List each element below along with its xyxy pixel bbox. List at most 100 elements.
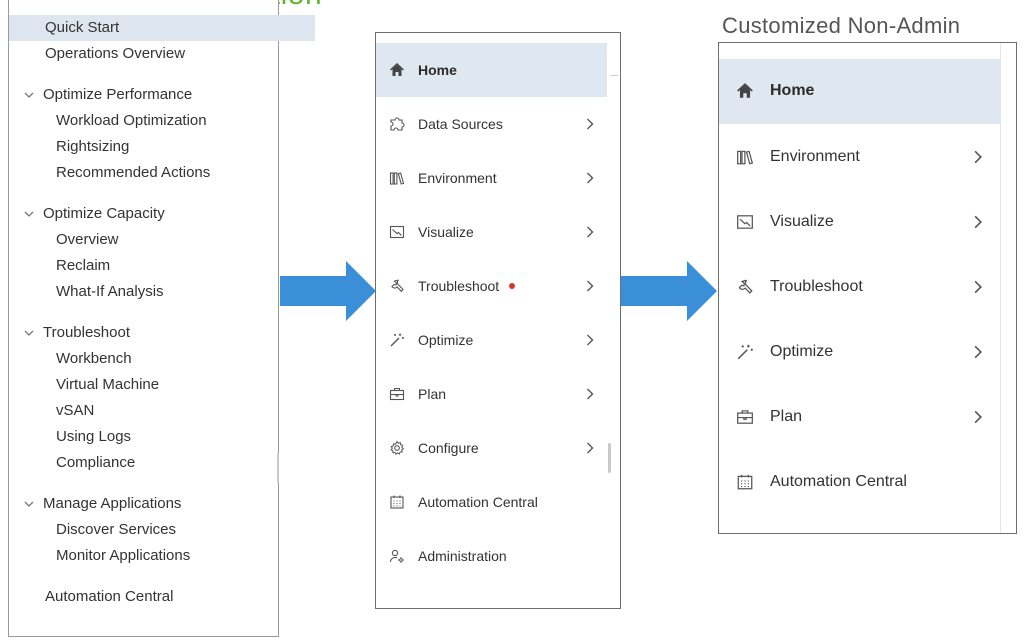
nav-item-visualize[interactable]: Visualize [376,205,607,259]
section-optimize-performance[interactable]: Optimize Performance [9,82,313,108]
chevron-right-icon [970,409,986,425]
nav-label: Data Sources [418,116,503,132]
nonadmin-navigation-menu: Home Environment Visualize Troubleshoot … [718,42,1017,534]
old-navigation-menu: Quick Start Operations Overview Optimize… [8,0,315,637]
nav-label: Plan [418,386,447,402]
nav-label: Optimize [418,332,474,348]
nav-item-plan[interactable]: Plan [719,385,1000,450]
section-label: Troubleshoot [43,324,130,341]
nav-item-troubleshoot[interactable]: Troubleshoot [719,255,1000,320]
chevron-down-icon [23,82,35,108]
nav-item-environment[interactable]: Environment [376,151,607,205]
chevron-right-icon [970,279,986,295]
nav-item-what-if-analysis[interactable]: What-If Analysis [56,283,164,300]
nav-label: Automation Central [770,473,907,490]
nav-item-workload-optimization[interactable]: Workload Optimization [56,112,207,129]
scroll-track-top [610,75,618,76]
chevron-right-icon [583,279,597,293]
nav-label: Automation Central [418,494,538,510]
nav-item-compliance[interactable]: Compliance [56,454,136,471]
nav-item-home[interactable]: Home [376,43,607,97]
nav-item-visualize[interactable]: Visualize [719,190,1000,255]
nav-item-operations-overview[interactable]: Operations Overview [45,45,186,62]
user-settings-icon [389,548,405,564]
nav-item-troubleshoot[interactable]: Troubleshoot [376,259,607,313]
divider [1000,43,1001,533]
section-troubleshoot[interactable]: Troubleshoot [9,320,313,346]
nav-item-automation-central[interactable]: Automation Central [719,450,1000,515]
scrollbar[interactable] [608,443,611,473]
chevron-right-icon [970,344,986,360]
home-icon [736,82,754,100]
library-icon [736,148,754,166]
chevron-down-icon [23,491,35,517]
nav-item-home[interactable]: Home [719,59,1000,124]
right-arrow-icon [280,261,376,321]
section-manage-applications[interactable]: Manage Applications [9,491,313,517]
alert-dot [509,283,516,290]
chevron-down-icon [23,201,35,227]
nav-label: Visualize [418,224,474,240]
gear-icon [389,440,405,456]
nav-item-rightsizing[interactable]: Rightsizing [56,138,130,155]
calendar-icon [736,473,754,491]
nav-item-discover-services[interactable]: Discover Services [56,521,177,538]
chevron-right-icon [970,149,986,165]
nav-label: Optimize [770,343,834,360]
nav-label: Visualize [770,213,834,230]
nav-label: Troubleshoot [418,277,516,295]
home-icon [389,62,405,78]
nav-item-recommended-actions[interactable]: Recommended Actions [56,164,211,181]
puzzle-icon [389,116,405,132]
chart-icon [736,213,754,231]
nav-label: Administration [418,548,507,564]
chart-icon [389,224,405,240]
nav-item-reclaim[interactable]: Reclaim [56,257,111,274]
magic-wand-icon [736,343,754,361]
chevron-right-icon [583,171,597,185]
chevron-right-icon [583,387,597,401]
nav-label: Configure [418,440,479,456]
nav-item-automation-central[interactable]: Automation Central [376,475,607,529]
chevron-right-icon [583,117,597,131]
new-navigation-menu: Home Data Sources Environment Visualize … [375,32,621,609]
right-arrow-icon [621,261,717,321]
panel-title: Customized Non-Admin [722,13,961,38]
nav-item-environment[interactable]: Environment [719,125,1000,190]
wrench-icon [389,278,405,294]
nav-label: Home [418,62,457,78]
nav-label: Environment [770,148,860,165]
nav-item-administration[interactable]: Administration [376,529,607,583]
magic-wand-icon [389,332,405,348]
nav-item-quick-start[interactable]: Quick Start [9,15,315,41]
chevron-right-icon [970,214,986,230]
scrollbar[interactable] [277,453,279,483]
chevron-right-icon [583,225,597,239]
nav-label: Environment [418,170,497,186]
nav-item-vsan[interactable]: vSAN [56,402,95,419]
nav-item-data-sources[interactable]: Data Sources [376,97,607,151]
nav-label: Home [770,82,815,99]
chevron-down-icon [23,320,35,346]
wrench-icon [736,278,754,296]
nav-item-virtual-machine[interactable]: Virtual Machine [56,376,160,393]
nav-item-configure[interactable]: Configure [376,421,607,475]
section-label: Optimize Performance [43,86,193,103]
section-label: Manage Applications [43,495,182,512]
nav-item-automation-central[interactable]: Automation Central [45,588,174,605]
nav-label: Troubleshoot [770,278,863,295]
nav-item-workbench[interactable]: Workbench [56,350,132,367]
calendar-icon [389,494,405,510]
section-label: Optimize Capacity [43,205,165,222]
nav-item-monitor-applications[interactable]: Monitor Applications [56,547,191,564]
nav-item-optimize[interactable]: Optimize [376,313,607,367]
nav-item-overview[interactable]: Overview [56,231,119,248]
nav-item-using-logs[interactable]: Using Logs [56,428,132,445]
section-optimize-capacity[interactable]: Optimize Capacity [9,201,313,227]
nav-item-optimize[interactable]: Optimize [719,320,1000,385]
nav-label: Plan [770,408,803,425]
chevron-right-icon [583,441,597,455]
nav-item-plan[interactable]: Plan [376,367,607,421]
briefcase-icon [389,386,405,402]
chevron-right-icon [583,333,597,347]
